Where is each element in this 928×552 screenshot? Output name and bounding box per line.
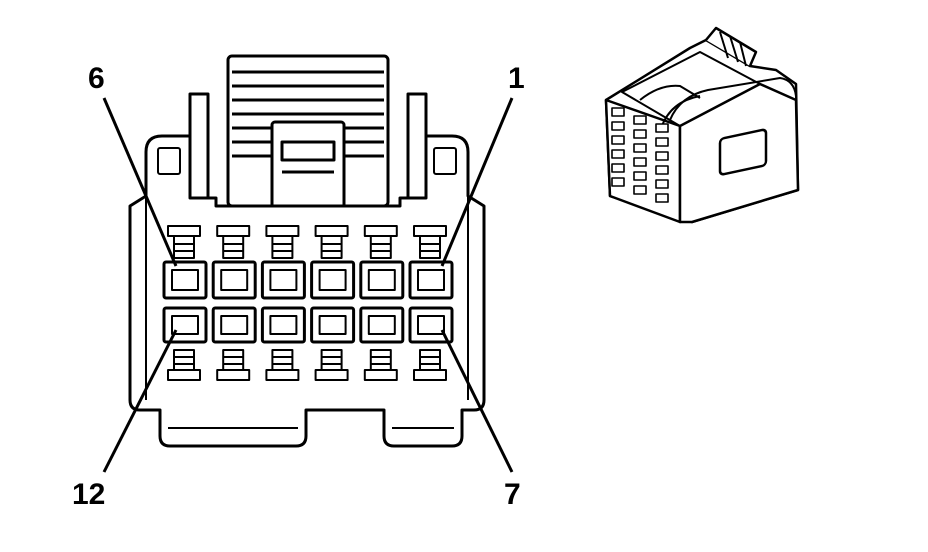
isometric-cavity bbox=[633, 171, 647, 181]
isometric-cavity bbox=[633, 115, 647, 125]
cavity bbox=[162, 260, 208, 300]
leader-line-12 bbox=[102, 329, 178, 473]
isometric-cavity bbox=[655, 123, 669, 133]
cavity bbox=[408, 260, 454, 300]
lower-terminal bbox=[167, 349, 201, 381]
cavity bbox=[359, 306, 405, 344]
cavity bbox=[260, 260, 306, 300]
cavity bbox=[260, 306, 306, 344]
cavity bbox=[310, 306, 356, 344]
isometric-cavities bbox=[611, 107, 669, 203]
isometric-cavity bbox=[611, 177, 625, 187]
pin-label-12: 12 bbox=[72, 478, 105, 511]
cavity bbox=[408, 306, 454, 344]
pin-label-6: 6 bbox=[88, 62, 105, 95]
pin-label-7: 7 bbox=[504, 478, 521, 511]
lower-terminal bbox=[413, 349, 447, 381]
upper-terminal bbox=[363, 225, 398, 259]
upper-terminal bbox=[314, 225, 349, 259]
isometric-cavity bbox=[655, 151, 669, 161]
isometric-cavity bbox=[633, 143, 647, 153]
isometric-cavity bbox=[611, 149, 625, 159]
lower-terminal bbox=[265, 349, 300, 381]
terminal-row-lower bbox=[167, 349, 447, 381]
lower-terminal bbox=[314, 349, 349, 381]
leader-line-1 bbox=[440, 97, 514, 267]
isometric-cavity bbox=[611, 107, 625, 117]
isometric-cavity bbox=[655, 165, 669, 175]
isometric-cavity bbox=[655, 193, 669, 203]
isometric-cavity bbox=[633, 185, 647, 195]
cavity bbox=[211, 306, 257, 344]
leader-line-7 bbox=[440, 329, 514, 473]
upper-terminal bbox=[265, 225, 300, 259]
isometric-cavity bbox=[655, 179, 669, 189]
cavity bbox=[162, 306, 208, 344]
cavity bbox=[310, 260, 356, 300]
cavity-row-1 bbox=[162, 260, 454, 300]
lower-terminal bbox=[363, 349, 398, 381]
isometric-cavity bbox=[611, 163, 625, 173]
connector-isometric-view bbox=[604, 26, 800, 224]
pin-label-1: 1 bbox=[508, 62, 525, 95]
isometric-cavity bbox=[633, 157, 647, 167]
lower-terminal bbox=[216, 349, 251, 381]
isometric-cavity bbox=[655, 137, 669, 147]
cavity bbox=[359, 260, 405, 300]
upper-terminal bbox=[216, 225, 251, 259]
leader-line-6 bbox=[102, 97, 178, 267]
cavity bbox=[211, 260, 257, 300]
isometric-cavity bbox=[611, 135, 625, 145]
upper-terminal bbox=[413, 225, 447, 259]
locking-tab bbox=[226, 54, 390, 220]
isometric-cavity bbox=[633, 129, 647, 139]
connector-housing bbox=[128, 134, 486, 448]
upper-terminal bbox=[167, 225, 201, 259]
isometric-cavity bbox=[611, 121, 625, 131]
terminal-row-upper bbox=[167, 225, 447, 259]
connector-face bbox=[128, 54, 486, 448]
leader-lines bbox=[102, 97, 514, 473]
cavity-row-2 bbox=[162, 306, 454, 344]
